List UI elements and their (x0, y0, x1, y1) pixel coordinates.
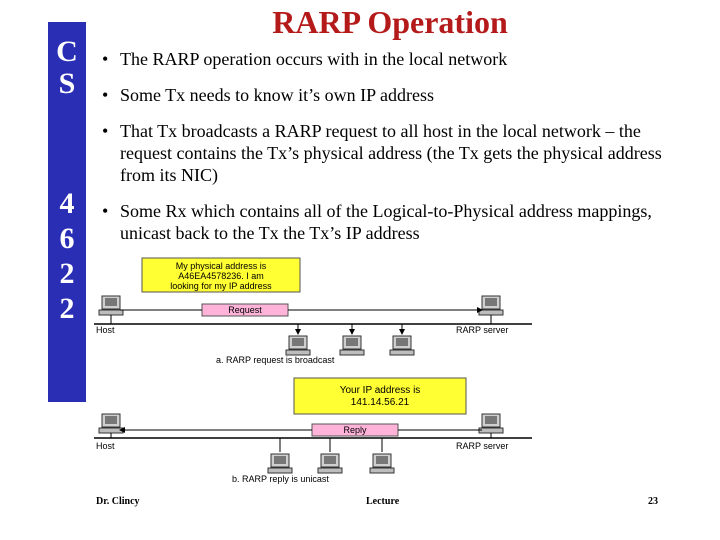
request-callout-line: A46EA4578236. I am (178, 271, 264, 281)
server-label: RARP server (456, 441, 508, 451)
bullet-item: The RARP operation occurs with in the lo… (102, 48, 692, 70)
host-label: Host (96, 441, 115, 451)
request-callout-line: looking for my IP address (170, 281, 272, 291)
host-label: Host (96, 325, 115, 335)
request-caption: a. RARP request is broadcast (216, 355, 335, 365)
sidebar-letter: S (58, 67, 76, 100)
rarp-diagram: My physical address is A46EA4578236. I a… (90, 256, 536, 484)
bullet-item: Some Tx needs to know it’s own IP addres… (102, 84, 692, 106)
sidebar-letter: 6 (59, 222, 75, 255)
reply-callout-line: Your IP address is (340, 385, 421, 396)
sidebar-letter: 4 (59, 187, 75, 220)
lan-computer-icon (285, 335, 311, 356)
lan-computer-icon (267, 453, 293, 474)
host-computer-icon (98, 413, 124, 434)
request-callout-line: My physical address is (176, 261, 267, 271)
bullet-item: That Tx broadcasts a RARP request to all… (102, 120, 692, 186)
lan-computer-icon (317, 453, 343, 474)
sidebar-letter: 2 (59, 292, 75, 325)
reply-callout (293, 377, 467, 415)
rarp-server-computer-icon (478, 295, 504, 316)
footer-page-number: 23 (648, 496, 658, 507)
lan-computer-icon (339, 335, 365, 356)
slide-title: RARP Operation (272, 4, 508, 40)
reply-packet-label: Reply (343, 425, 367, 435)
rarp-server-computer-icon (478, 413, 504, 434)
reply-caption: b. RARP reply is unicast (232, 474, 329, 484)
request-panel: My physical address is A46EA4578236. I a… (94, 257, 532, 365)
lan-computer-icon (369, 453, 395, 474)
sidebar: C S 4 6 2 2 (48, 22, 86, 402)
server-label: RARP server (456, 325, 508, 335)
request-packet-label: Request (228, 305, 262, 315)
reply-callout-line: 141.14.56.21 (351, 397, 410, 408)
request-callout (141, 257, 301, 293)
sidebar-letter: C (56, 35, 78, 68)
bullet-item: Some Rx which contains all of the Logica… (102, 200, 692, 244)
reply-panel: Your IP address is 141.14.56.21 Reply Ho… (94, 377, 532, 484)
footer-type: Lecture (366, 496, 400, 507)
footer-author: Dr. Clincy (96, 496, 140, 507)
lan-computer-icon (389, 335, 415, 356)
host-computer-icon (98, 295, 124, 316)
bullet-list: The RARP operation occurs with in the lo… (102, 44, 692, 244)
sidebar-letter: 2 (59, 257, 75, 290)
